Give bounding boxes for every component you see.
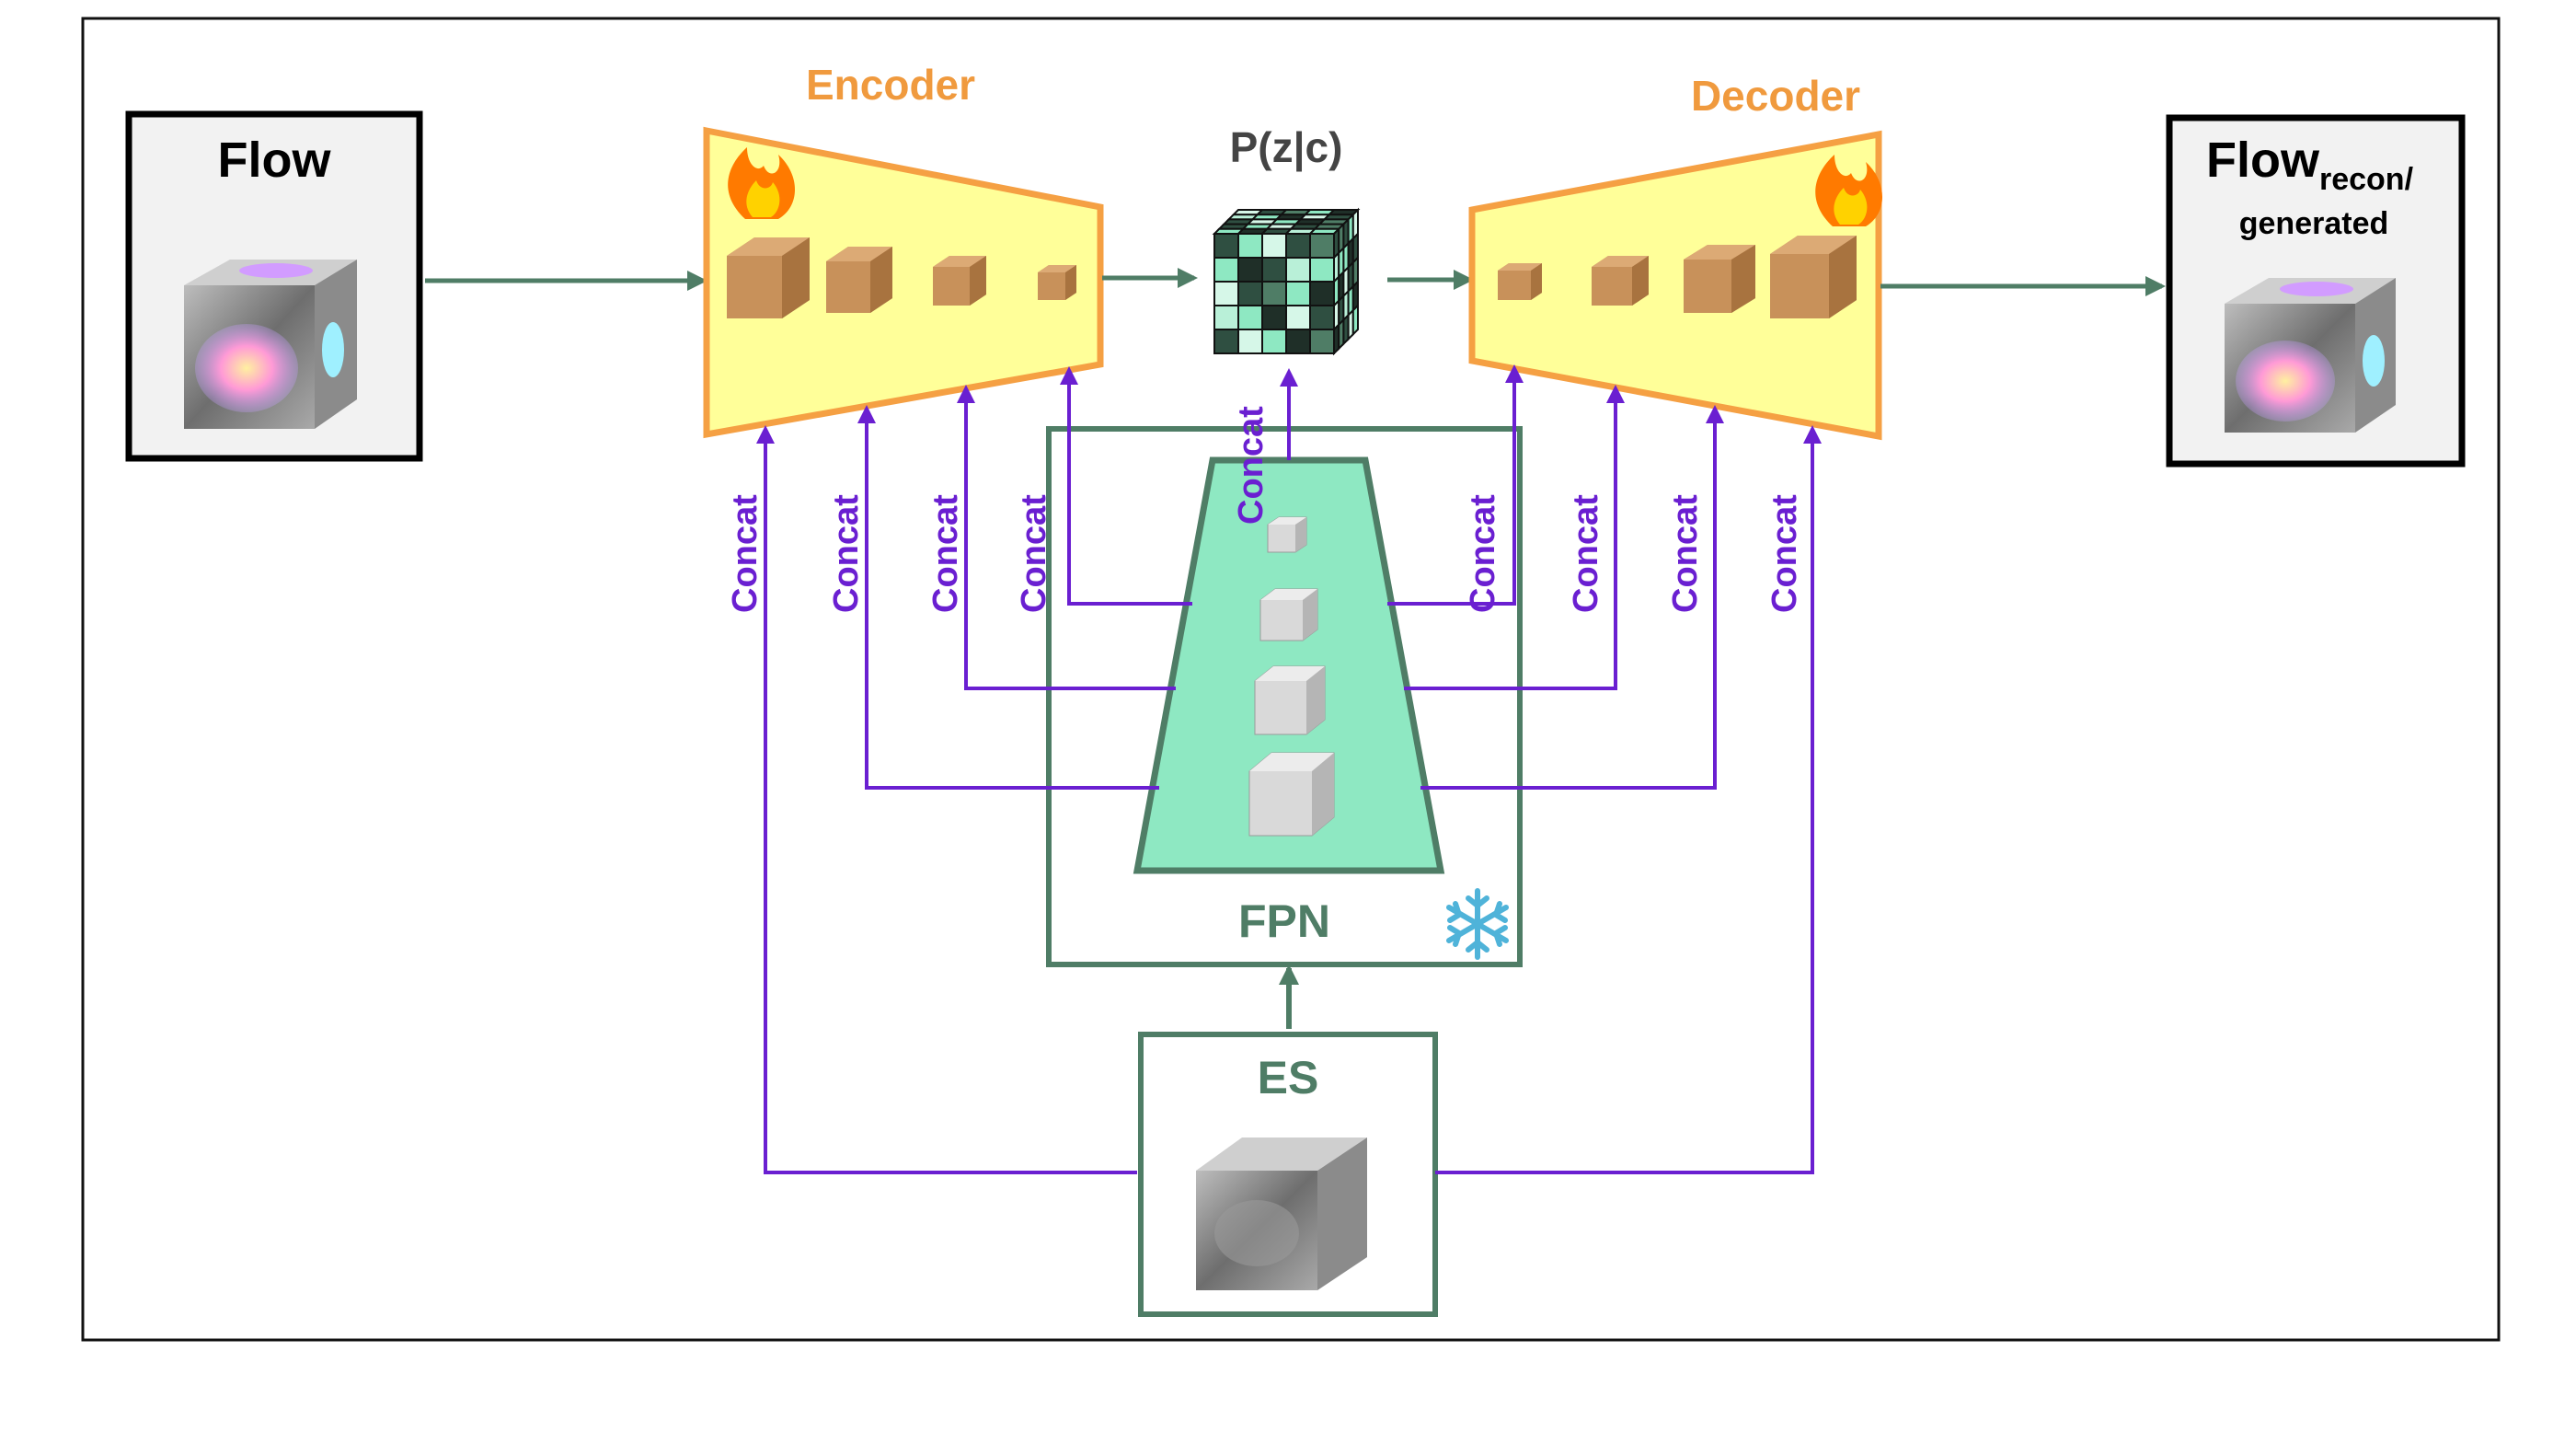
concat-label-enc-3: Concat xyxy=(926,494,965,613)
latent-cell xyxy=(1213,305,1239,330)
flow-input-label: Flow xyxy=(218,133,332,188)
latent-cell xyxy=(1237,281,1263,306)
latent-cell xyxy=(1285,281,1311,306)
latent-cell xyxy=(1309,281,1335,306)
flow-output-main: Flow xyxy=(2206,133,2320,188)
concat-label-dec-3: Concat xyxy=(1666,494,1705,613)
concat-label-dec-2: Concat xyxy=(1567,494,1605,613)
latent-cell xyxy=(1213,329,1239,354)
encoder-block-4 xyxy=(1038,265,1076,300)
decoder: Decoder xyxy=(1468,72,1882,441)
latent-cell xyxy=(1237,233,1263,259)
latent-cube-side-grid xyxy=(1333,207,1359,356)
latent-cell xyxy=(1261,329,1287,354)
concat-line-dec-4 xyxy=(1435,425,1822,1174)
concat-label-latent: Concat xyxy=(1232,406,1271,525)
concat-label-enc-2: Concat xyxy=(827,494,866,613)
flow-output-volume-image xyxy=(2225,278,2396,433)
latent-cell xyxy=(1261,305,1287,330)
latent-cell xyxy=(1213,233,1239,259)
latent-cell xyxy=(1285,233,1311,259)
latent-cell xyxy=(1261,233,1287,259)
concat-line-dec-2 xyxy=(1404,385,1625,690)
concat-line-enc-1 xyxy=(756,425,1137,1174)
latent-cell xyxy=(1237,257,1263,283)
encoder: Encoder xyxy=(703,61,1104,439)
flow-output-subscript-2: generated xyxy=(2239,206,2389,241)
encoder-block-1 xyxy=(727,237,810,318)
snowflake-icon xyxy=(1446,888,1509,960)
latent-cell xyxy=(1351,303,1359,337)
decoder-block-2 xyxy=(1592,256,1649,306)
latent-cube-top-grid xyxy=(1212,209,1361,235)
encoder-block-3 xyxy=(933,256,986,306)
es-volume-image xyxy=(1196,1138,1367,1290)
concat-line-enc-3 xyxy=(957,385,1176,690)
flow-output-label: Flowrecon/ xyxy=(2206,133,2414,197)
decoder-block-1 xyxy=(1498,263,1542,300)
encoder-label: Encoder xyxy=(806,61,975,109)
fpn-label: FPN xyxy=(1238,895,1330,947)
concat-connections xyxy=(756,364,1822,1174)
fpn-cube-2 xyxy=(1259,588,1318,641)
decoder-block-3 xyxy=(1684,245,1755,313)
fpn-cube-4 xyxy=(1248,752,1335,837)
concat-label-enc-1: Concat xyxy=(726,494,765,613)
latent-cell xyxy=(1261,281,1287,306)
latent-cell xyxy=(1285,257,1311,283)
flow-output-subscript: recon/ xyxy=(2319,162,2414,197)
latent-cell xyxy=(1309,305,1335,330)
latent-cell xyxy=(1261,257,1287,283)
latent-cell xyxy=(1237,305,1263,330)
concat-line-dec-1 xyxy=(1387,364,1524,606)
latent-cell xyxy=(1285,305,1311,330)
concat-line-enc-4 xyxy=(1060,366,1192,606)
flow-input-box: Flow xyxy=(125,110,423,462)
fire-icon xyxy=(1815,155,1882,226)
concat-label-dec-4: Concat xyxy=(1765,494,1804,613)
latent-cell xyxy=(1213,281,1239,306)
concat-labels: Concat Concat Concat Concat Concat Conca… xyxy=(726,406,1804,613)
concat-label-enc-4: Concat xyxy=(1015,494,1053,613)
latent-cell xyxy=(1309,329,1335,354)
es-label: ES xyxy=(1258,1052,1319,1103)
fpn-cube-1 xyxy=(1267,516,1307,553)
concat-line-dec-3 xyxy=(1420,405,1724,790)
fpn-cube-3 xyxy=(1254,665,1326,735)
latent-cell xyxy=(1309,233,1335,259)
latent-cell xyxy=(1213,257,1239,283)
latent-cube: P(z|c) xyxy=(1212,123,1361,356)
fpn-trapezoid xyxy=(1133,456,1445,874)
encoder-block-2 xyxy=(826,247,892,313)
latent-label: P(z|c) xyxy=(1230,123,1343,171)
latent-cube-front-grid xyxy=(1213,233,1335,354)
concat-label-dec-1: Concat xyxy=(1464,494,1502,613)
latent-cell xyxy=(1309,257,1335,283)
flow-volume-image xyxy=(184,260,357,429)
flow-output-box: Flowrecon/ generated xyxy=(2166,114,2466,468)
latent-cell xyxy=(1237,329,1263,354)
decoder-block-4 xyxy=(1770,236,1857,318)
latent-cell xyxy=(1285,329,1311,354)
decoder-label: Decoder xyxy=(1691,72,1860,120)
es-box: ES xyxy=(1138,1032,1438,1317)
concat-line-enc-2 xyxy=(857,405,1159,790)
fire-icon xyxy=(728,147,795,219)
